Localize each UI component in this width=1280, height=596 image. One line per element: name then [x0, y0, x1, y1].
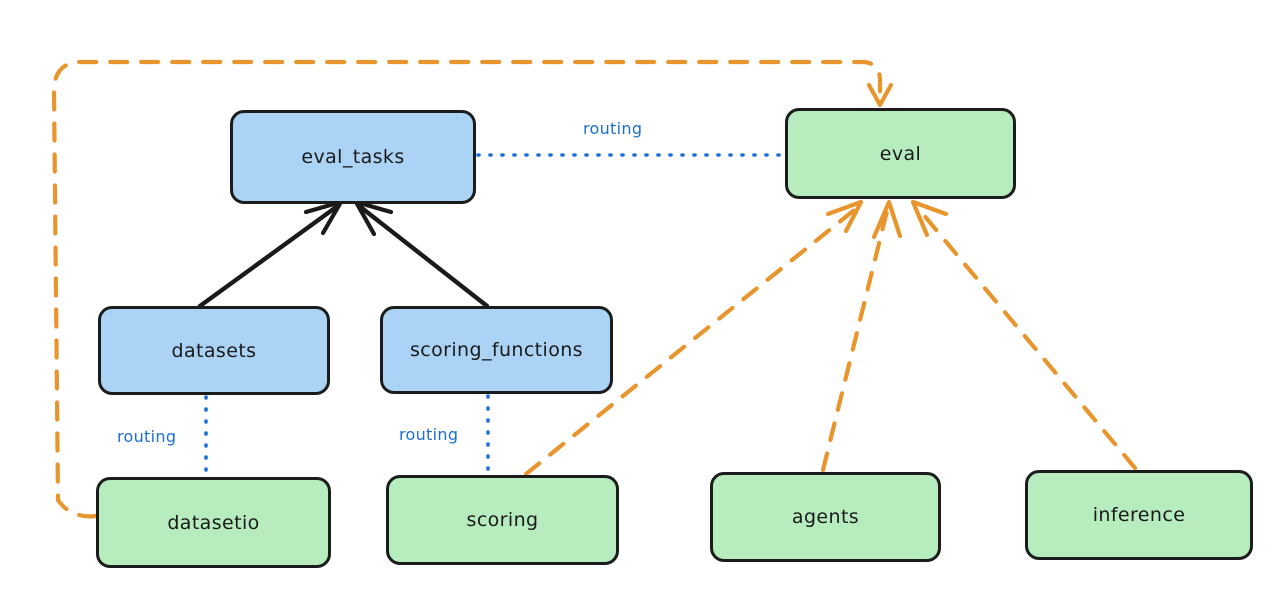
node-datasetio[interactable]: datasetio: [96, 477, 331, 568]
edge-label-routing-scoring-functions-to-scoring: routing: [399, 425, 459, 444]
node-agents[interactable]: agents: [710, 472, 941, 562]
edge-label-routing-eval-tasks-to-eval: routing: [583, 119, 643, 138]
edge-scoring-to-eval: [523, 199, 864, 477]
node-datasets[interactable]: datasets: [98, 306, 330, 395]
node-label-eval-tasks: eval_tasks: [301, 146, 405, 168]
node-label-scoring-functions: scoring_functions: [410, 339, 583, 361]
edge-label-routing-datasets-to-datasetio: routing: [117, 427, 177, 446]
node-label-datasetio: datasetio: [167, 511, 260, 534]
edge-datasetio-to-eval: [51, 59, 894, 519]
node-eval-tasks[interactable]: eval_tasks: [230, 110, 476, 204]
node-label-agents: agents: [791, 506, 860, 528]
node-label-eval: eval: [879, 142, 922, 165]
edge-agents-to-eval: [820, 199, 903, 473]
node-scoring[interactable]: scoring: [386, 475, 619, 565]
edge-datasets-to-eval-tasks: [197, 199, 344, 309]
edge-inference-to-eval: [910, 199, 1138, 471]
node-inference[interactable]: inference: [1025, 470, 1253, 560]
node-label-datasets: datasets: [171, 339, 257, 362]
node-label-scoring: scoring: [466, 509, 539, 531]
node-label-inference: inference: [1092, 504, 1186, 526]
edge-scoring-functions-to-eval-tasks: [353, 199, 490, 309]
node-scoring-functions[interactable]: scoring_functions: [380, 306, 613, 394]
node-eval[interactable]: eval: [785, 108, 1016, 199]
